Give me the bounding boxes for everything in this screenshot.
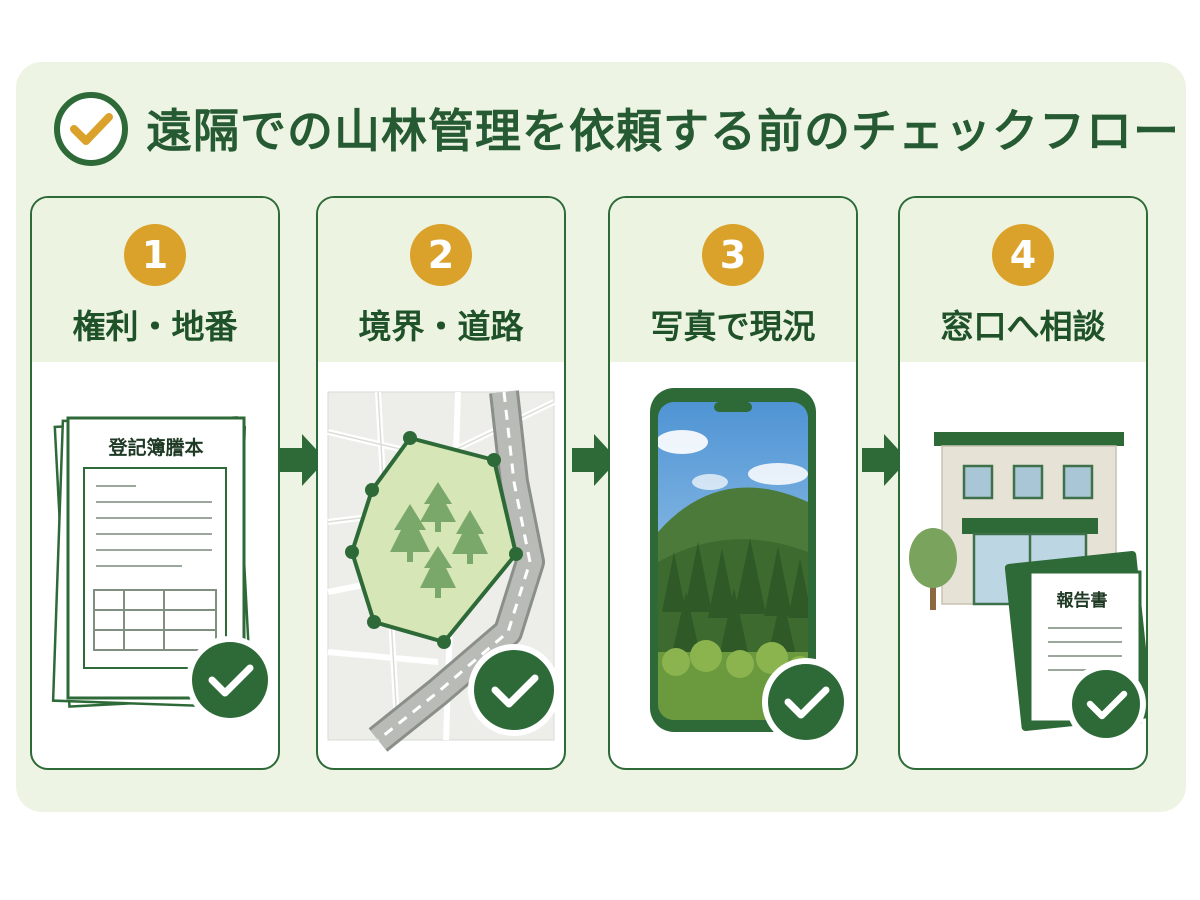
- title-check-icon: [54, 92, 128, 166]
- report-title: 報告書: [1057, 590, 1108, 611]
- tree-icon: [909, 528, 957, 610]
- step-card-3: 3 写真で現況: [608, 196, 858, 770]
- document-title: 登記簿謄本: [107, 436, 203, 459]
- step-number-badge: 2: [410, 224, 472, 286]
- step-card-1: 1 権利・地番 登記簿謄本: [30, 196, 280, 770]
- check-badge-icon: [468, 644, 560, 736]
- arrow-right-icon: [572, 434, 618, 486]
- tree-icons: [390, 482, 488, 598]
- arrow-right-icon: [280, 434, 326, 486]
- step-card-header: 2 境界・道路: [318, 198, 564, 362]
- check-badge-icon: [186, 636, 274, 724]
- registry-document-icon: 登記簿謄本: [32, 362, 278, 768]
- office-and-report-icon: 報告書: [900, 362, 1146, 768]
- arrow-right-icon: [862, 434, 908, 486]
- step-number-badge: 1: [124, 224, 186, 286]
- check-badge-icon: [762, 658, 850, 746]
- step-card-4: 4 窓口へ相談 報告書: [898, 196, 1148, 770]
- step-title: 写真で現況: [650, 307, 816, 346]
- step-card-header: 1 権利・地番: [32, 198, 278, 362]
- step-title: 権利・地番: [72, 307, 238, 346]
- step-card-header: 3 写真で現況: [610, 198, 856, 362]
- step-title: 窓口へ相談: [940, 307, 1106, 346]
- page-title: 遠隔での山林管理を依頼する前のチェックフロー: [146, 104, 1180, 158]
- step-card-2: 2 境界・道路: [316, 196, 566, 770]
- step-card-header: 4 窓口へ相談: [900, 198, 1146, 362]
- smartphone-forest-photo-icon: [610, 362, 856, 768]
- boundary-map-icon: [318, 362, 564, 768]
- step-title: 境界・道路: [358, 307, 524, 346]
- check-badge-icon: [1066, 664, 1146, 744]
- step-number-badge: 3: [702, 224, 764, 286]
- step-number-badge: 4: [992, 224, 1054, 286]
